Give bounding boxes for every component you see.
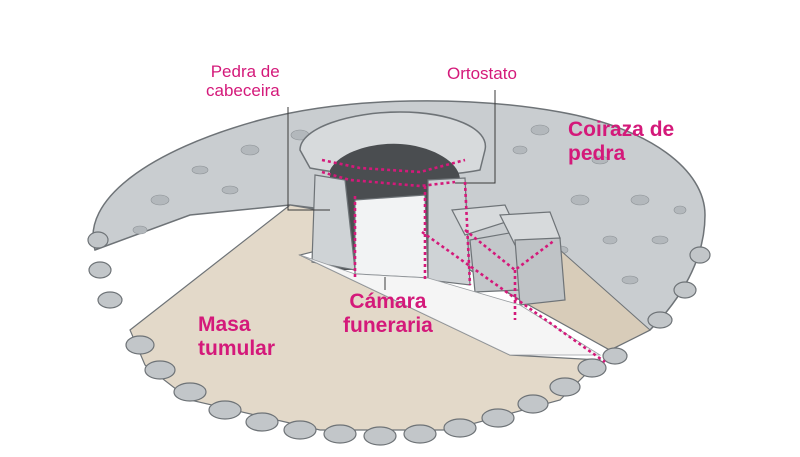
label-ortostato: Ortostato bbox=[447, 64, 517, 83]
label-coiraza: Coiraza de pedra bbox=[568, 118, 674, 165]
label-masa-line1: Masa bbox=[198, 313, 251, 336]
label-coiraza-line1: Coiraza de bbox=[568, 118, 675, 141]
leader-pedra-cabeceira bbox=[287, 107, 330, 211]
label-pedra-cabeceira: Pedra de cabeceira bbox=[206, 62, 280, 100]
corridor-slab-4 bbox=[514, 237, 566, 306]
dotted-chamber-top bbox=[321, 170, 456, 188]
leader-ortostato bbox=[455, 90, 496, 184]
leader-lines bbox=[287, 90, 496, 290]
dotted-chamber-mid bbox=[321, 158, 466, 174]
label-camara: Cámara funeraria bbox=[343, 290, 433, 337]
kerb-stones bbox=[87, 231, 711, 446]
dotted-post-right bbox=[463, 181, 472, 286]
label-pedra-cabeceira-line1: Pedra de bbox=[210, 62, 280, 81]
label-coiraza-line2: pedra bbox=[568, 141, 626, 165]
dotted-long-ramp bbox=[421, 230, 606, 364]
dotted-corridor-top bbox=[464, 228, 556, 272]
label-ortostato-text: Ortostato bbox=[447, 64, 517, 83]
label-camara-line1: Cámara bbox=[349, 290, 427, 313]
dotted-highlights bbox=[321, 158, 606, 364]
label-masa: Masa tumular bbox=[198, 313, 275, 360]
label-pedra-cabeceira-line2: cabeceira bbox=[206, 81, 280, 101]
orthostat-center bbox=[354, 194, 429, 279]
label-masa-line2: tumular bbox=[198, 336, 276, 360]
label-camara-line2: funeraria bbox=[343, 313, 433, 337]
armor-texture bbox=[132, 124, 687, 285]
